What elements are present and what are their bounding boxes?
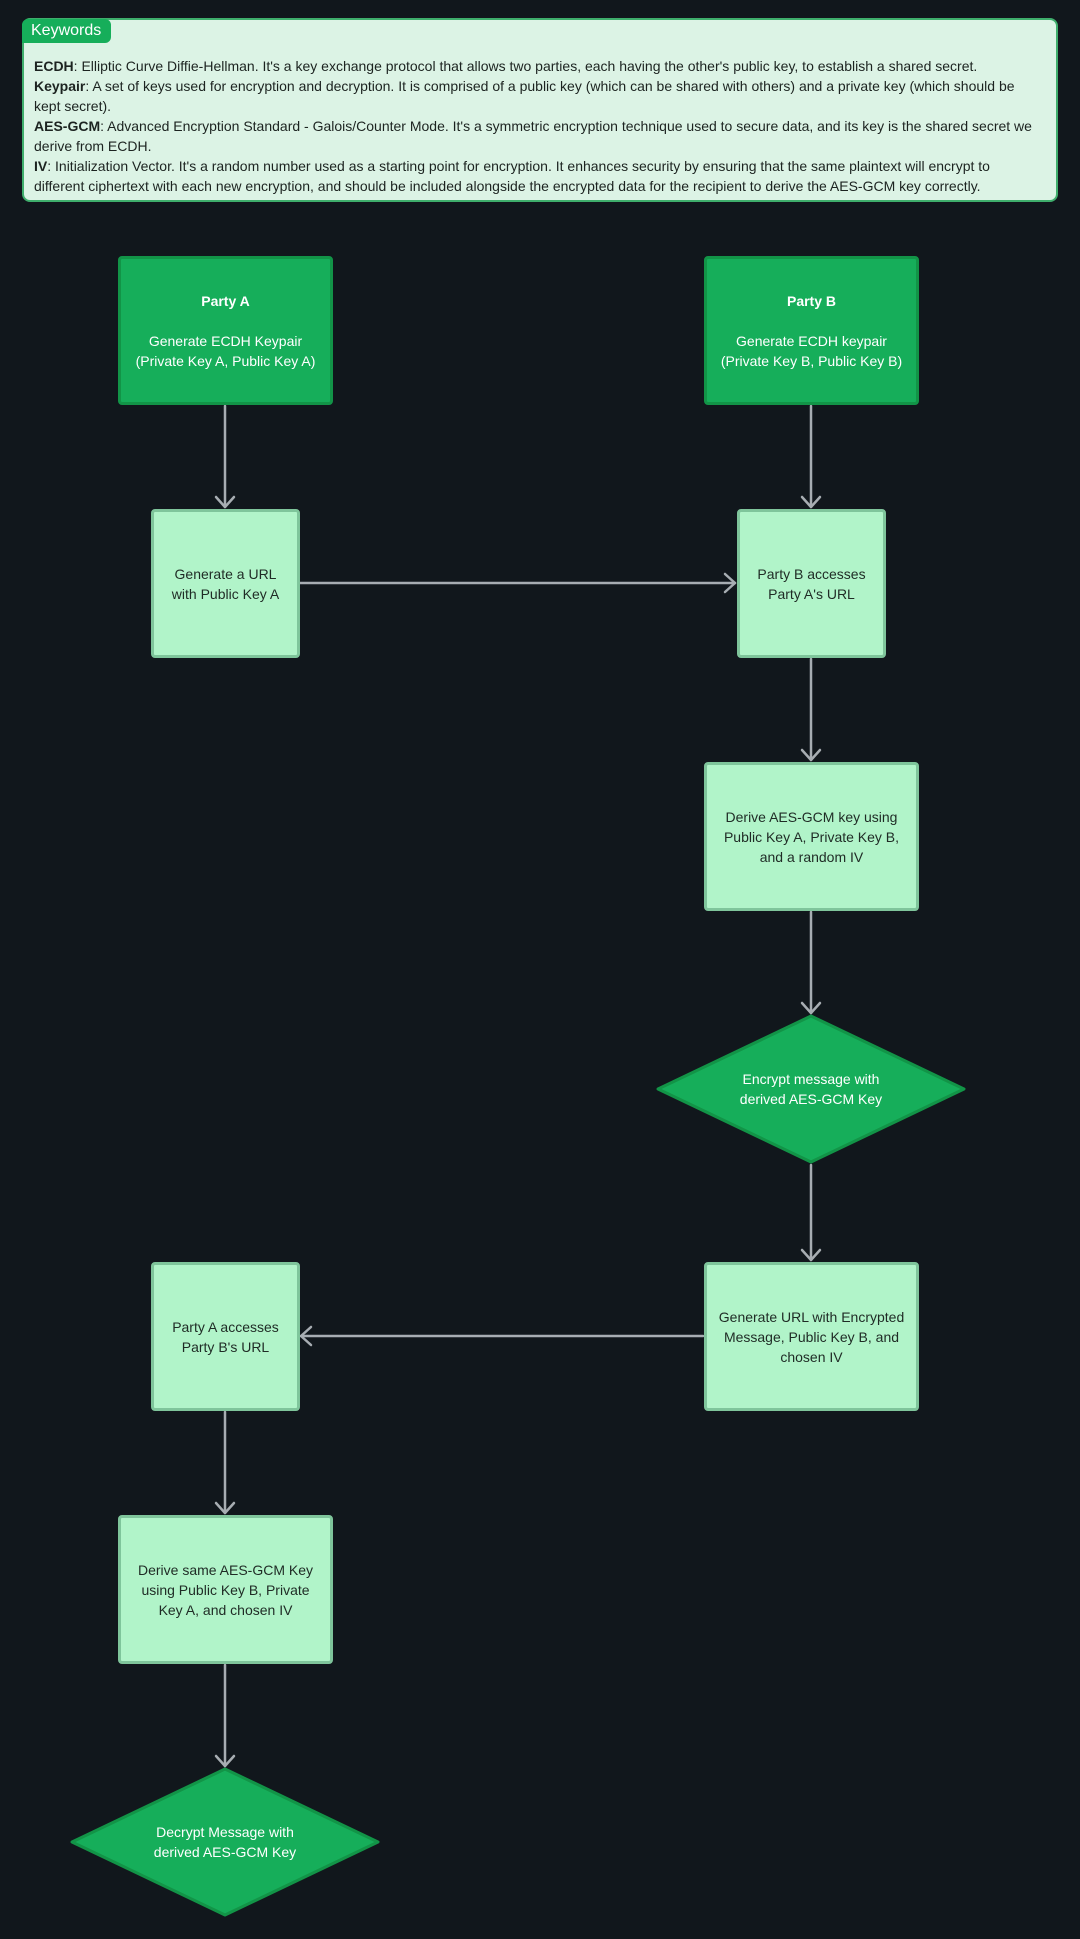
node-generate-url-a: Generate a URL with Public Key A: [151, 509, 300, 658]
node-text: Party A accesses: [172, 1318, 279, 1335]
node-title: Party B: [786, 292, 837, 309]
node-text: (Private Key B, Public Key B): [720, 352, 903, 369]
node-text: Generate URL with Encrypted: [718, 1308, 905, 1325]
node-generate-url-b: Generate URL with Encrypted Message, Pub…: [704, 1262, 919, 1411]
keywords-tag: Keywords: [22, 19, 112, 43]
arrowhead: [214, 1754, 236, 1768]
arrowhead: [723, 572, 737, 594]
node-derive-key-a: Derive same AES-GCM Key using Public Key…: [118, 1515, 333, 1664]
keyword-item-ecdh: ECDH: Elliptic Curve Diffie-Hellman. It'…: [34, 56, 1034, 76]
node-title: Party A: [201, 292, 250, 309]
keywords-list: ECDH: Elliptic Curve Diffie-Hellman. It'…: [34, 56, 1034, 196]
node-party-a: Party A Generate ECDH Keypair (Private K…: [118, 256, 333, 405]
node-text: Derive same AES-GCM Key: [137, 1561, 314, 1578]
node-text: Decrypt Message with: [156, 1824, 294, 1840]
node-text: Key A, and chosen IV: [158, 1601, 293, 1618]
node-text: with Public Key A: [171, 585, 280, 602]
node-text: Public Key A, Private Key B,: [723, 828, 900, 845]
encrypt-diamond-shape: [656, 1014, 966, 1164]
node-text: chosen IV: [780, 1348, 843, 1365]
decrypt-diamond-shape: [70, 1767, 380, 1917]
node-text: Party B's URL: [181, 1338, 270, 1355]
node-party-b: Party B Generate ECDH keypair (Private K…: [704, 256, 919, 405]
node-decrypt-message: Decrypt Message with derived AES-GCM Key: [84, 1812, 366, 1872]
node-text: Party B accesses: [757, 565, 866, 582]
node-encrypt-message: Encrypt message with derived AES-GCM Key: [670, 1059, 952, 1119]
keyword-term: AES-GCM: [34, 118, 101, 134]
node-text: Generate ECDH keypair: [736, 332, 887, 349]
keyword-item-keypair: Keypair: A set of keys used for encrypti…: [34, 76, 1034, 116]
node-text: using Public Key B, Private: [141, 1581, 310, 1598]
node-text: Generate a URL: [174, 565, 277, 582]
node-text: and a random IV: [759, 848, 864, 865]
arrowhead: [214, 495, 236, 509]
arrowhead: [214, 1501, 236, 1515]
keyword-definition: : Initialization Vector. It's a random n…: [34, 158, 990, 194]
node-text: derived AES-GCM Key: [739, 1091, 883, 1107]
keyword-term: ECDH: [34, 58, 74, 74]
node-text: Generate ECDH Keypair: [148, 332, 303, 349]
node-text: derived AES-GCM Key: [153, 1844, 297, 1860]
keyword-item-iv: IV: Initialization Vector. It's a random…: [34, 156, 1034, 196]
node-text: Encrypt message with: [742, 1071, 880, 1087]
arrowhead: [800, 748, 822, 762]
node-text: Message, Public Key B, and: [723, 1328, 900, 1345]
keyword-definition: : A set of keys used for encryption and …: [34, 78, 1015, 114]
node-text: (Private Key A, Public Key A): [135, 352, 316, 369]
keyword-item-aes-gcm: AES-GCM: Advanced Encryption Standard - …: [34, 116, 1034, 156]
arrowhead: [800, 1248, 822, 1262]
keyword-term: IV: [34, 158, 48, 174]
keyword-definition: : Elliptic Curve Diffie-Hellman. It's a …: [73, 58, 978, 74]
keyword-term: Keypair: [34, 78, 86, 94]
arrowhead: [800, 1001, 822, 1015]
arrowhead: [800, 495, 822, 509]
keywords-panel: [22, 18, 1058, 202]
node-text: Party A's URL: [768, 585, 855, 602]
node-text: Derive AES-GCM key using: [725, 808, 898, 825]
arrowhead: [299, 1325, 313, 1347]
node-derive-key-b: Derive AES-GCM key using Public Key A, P…: [704, 762, 919, 911]
node-party-a-accesses: Party A accesses Party B's URL: [151, 1262, 300, 1411]
keyword-definition: : Advanced Encryption Standard - Galois/…: [34, 118, 1032, 154]
node-party-b-accesses: Party B accesses Party A's URL: [737, 509, 886, 658]
